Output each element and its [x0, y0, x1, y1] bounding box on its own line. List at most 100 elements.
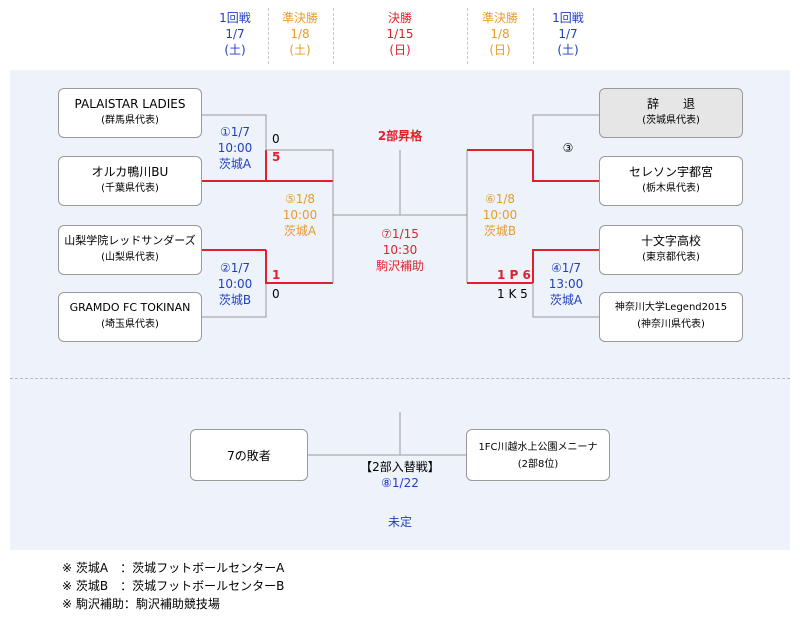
match-status: 未定: [387, 515, 412, 529]
team-box: セレソン宇都宮 (栃木県代表): [599, 156, 743, 206]
match-date: 1/15: [391, 227, 419, 241]
header-round: 1回戦: [219, 11, 251, 25]
score: 1 K 5: [497, 287, 528, 301]
venue-note: ※ 駒沢補助：駒沢補助競技場: [62, 597, 220, 611]
team-box: オルカ鴨川BU (千葉県代表): [58, 156, 202, 206]
match-venue: 茨城B: [218, 293, 252, 307]
header-col-4: 準決勝 1/8 (日): [470, 10, 530, 58]
score: 0: [272, 287, 280, 301]
header-day: (日): [389, 43, 411, 57]
match-date: 1/7: [230, 261, 251, 275]
venue-note: ※ 茨城A ：茨城フットボールセンターA: [62, 561, 285, 575]
team-box: 7の敗者: [190, 429, 308, 481]
header-divider: [268, 8, 269, 64]
team-name: PALAISTAR LADIES: [74, 97, 186, 111]
match-date: 1/8: [295, 192, 316, 206]
team-box: 山梨学院レッドサンダーズ (山梨県代表): [58, 225, 202, 275]
header-divider: [333, 8, 334, 64]
match-info-m8: 【2部入替戦】 ⑧1/22: [340, 459, 460, 491]
line-m3-win: [532, 150, 600, 182]
match-number: ④: [550, 261, 562, 275]
match-number: ⑥: [484, 192, 496, 206]
team-name: 山梨学院レッドサンダーズ: [64, 234, 196, 247]
header-round: 準決勝: [281, 11, 318, 25]
team-name: 1FC川越水上公園メニーナ: [478, 442, 598, 453]
team-pref: (栃木県代表): [642, 183, 700, 194]
match-number: ②: [219, 261, 231, 275]
match-date: 1/7: [561, 261, 582, 275]
match-time: 13:00: [548, 277, 584, 291]
match-number: ⑧: [381, 476, 392, 490]
header-col-1: 1回戦 1/7 (土): [205, 10, 265, 58]
line-m1-top: [201, 114, 267, 150]
score: 5: [272, 150, 281, 164]
match-time: 10:00: [482, 208, 518, 222]
team-box: 神奈川大学Legend2015 (神奈川県代表): [599, 292, 743, 342]
header-date: 1/8: [290, 27, 310, 41]
header-round: 1回戦: [552, 11, 584, 25]
team-name: セレソン宇都宮: [628, 165, 713, 179]
line-m4-win: [532, 249, 600, 283]
match-venue: 駒沢補助: [375, 259, 424, 273]
team-box: 辞 退 (茨城県代表): [599, 88, 743, 138]
header-day: (土): [224, 43, 246, 57]
match-info-m2: ②1/7 10:00 茨城B: [204, 260, 266, 308]
team-box: 1FC川越水上公園メニーナ (2部8位): [466, 429, 610, 481]
score: 1: [272, 268, 281, 282]
match-number: ①: [219, 125, 231, 139]
match-title: 【2部入替戦】: [360, 460, 440, 474]
score: 0: [272, 132, 280, 146]
match-time: 10:30: [382, 243, 418, 257]
team-pref: (山梨県代表): [101, 252, 159, 263]
team-box: PALAISTAR LADIES (群馬県代表): [58, 88, 202, 138]
section-divider: [10, 378, 790, 379]
header-date: 1/8: [490, 27, 510, 41]
team-name: オルカ鴨川BU: [91, 165, 169, 179]
header-col-2: 準決勝 1/8 (土): [270, 10, 330, 58]
match-info-m3: ③: [558, 140, 578, 156]
header-day: (土): [557, 43, 579, 57]
match-time: 10:00: [217, 141, 253, 155]
match-date: 1/8: [495, 192, 516, 206]
match-number: ③: [562, 141, 574, 155]
match-time: 10:00: [217, 277, 253, 291]
line-m2-win: [265, 250, 333, 284]
match-number: ⑦: [381, 227, 392, 241]
promotion-label: 2部昇格: [377, 129, 423, 143]
line-m4-bottom: [532, 283, 600, 318]
header-date: 1/7: [558, 27, 578, 41]
team-box: 十文字高校 (東京都代表): [599, 225, 743, 275]
match-info-m6: ⑥1/8 10:00 茨城B: [468, 191, 532, 239]
match-date: 1/7: [230, 125, 251, 139]
team-name: 辞 退: [646, 97, 695, 111]
team-pref: (神奈川県代表): [637, 319, 705, 330]
score: 1 P 6: [497, 268, 531, 282]
match-venue: 茨城A: [549, 293, 583, 307]
match-info-m4: ④1/7 13:00 茨城A: [535, 260, 597, 308]
team-pref: (東京都代表): [642, 252, 700, 263]
team-pref: (埼玉県代表): [101, 319, 159, 330]
match-venue: 茨城B: [483, 224, 517, 238]
team-pref: (2部8位): [517, 459, 559, 470]
team-name: 神奈川大学Legend2015: [614, 302, 728, 313]
header-date: 1/7: [225, 27, 245, 41]
team-pref: (茨城県代表): [642, 115, 700, 126]
header-day: (土): [289, 43, 311, 57]
header-round: 準決勝: [481, 11, 518, 25]
match-venue: 茨城A: [218, 157, 252, 171]
line-m3-top: [532, 114, 600, 150]
team-box: GRAMDO FC TOKINAN (埼玉県代表): [58, 292, 202, 342]
header-day: (日): [489, 43, 511, 57]
venue-note: ※ 茨城B ：茨城フットボールセンターB: [62, 579, 285, 593]
header-divider: [467, 8, 468, 64]
header-col-5: 1回戦 1/7 (土): [538, 10, 598, 58]
match-info-m1: ①1/7 10:00 茨城A: [204, 124, 266, 172]
match-time: 10:00: [282, 208, 318, 222]
match-date: 1/22: [391, 476, 419, 490]
match-info-m7: ⑦1/15 10:30 駒沢補助: [350, 226, 450, 274]
match-number: ⑤: [284, 192, 296, 206]
team-pref: (群馬県代表): [101, 115, 159, 126]
line-m2-bottom: [201, 283, 267, 318]
header-date: 1/15: [386, 27, 414, 41]
